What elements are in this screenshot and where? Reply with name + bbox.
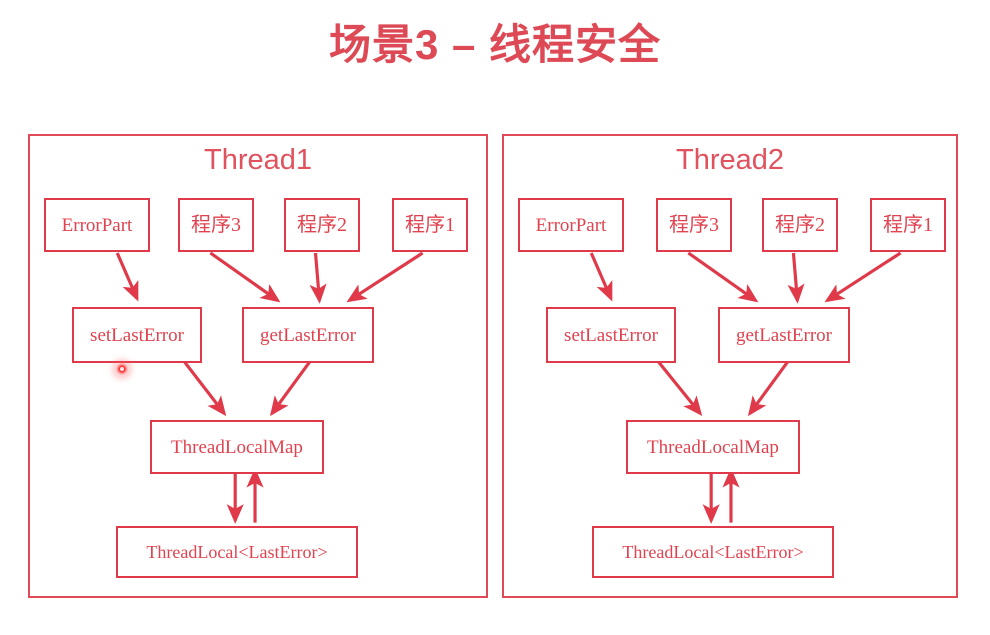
node-threadlocalmap[interactable]: ThreadLocalMap [626,420,800,474]
node-program3[interactable]: 程序3 [656,198,732,252]
edge-program3-getlasterror [687,251,759,303]
node-errorpart[interactable]: ErrorPart [518,198,624,252]
edge-getlasterror-threadlocalmap [747,361,789,417]
node-program3[interactable]: 程序3 [178,198,254,252]
edge-program2-getlasterror [309,252,327,304]
panel-title-thread2: Thread2 [675,144,784,176]
node-threadlocal[interactable]: ThreadLocal<LastError> [592,526,834,578]
edge-program1-getlasterror [346,251,424,303]
edge-program2-getlasterror [787,252,805,304]
node-getlasterror[interactable]: getLastError [242,307,374,363]
node-program1[interactable]: 程序1 [392,198,468,252]
edge-program3-getlasterror [209,251,281,303]
panel-title-thread1: Thread1 [203,144,312,176]
node-program2[interactable]: 程序2 [284,198,360,252]
node-threadlocal[interactable]: ThreadLocal<LastError> [116,526,358,578]
edge-setlasterror-threadlocalmap [657,361,703,417]
node-setlasterror[interactable]: setLastError [72,307,202,363]
edge-getlasterror-threadlocalmap [270,361,311,417]
edge-errorpart-setlasterror [115,252,139,302]
node-errorpart[interactable]: ErrorPart [44,198,150,252]
edge-setlasterror-threadlocalmap [183,361,227,417]
thread-panel-thread1: Thread1 [28,134,488,598]
edge-errorpart-setlasterror [589,252,613,302]
node-getlasterror[interactable]: getLastError [718,307,850,363]
page-title: 场景3 – 线程安全 [328,21,662,68]
node-program1[interactable]: 程序1 [870,198,946,252]
node-setlasterror[interactable]: setLastError [546,307,676,363]
thread-panel-thread2: Thread2 ErrorPart 程序3 程序2 程序1 setLastE [502,134,958,598]
laser-pointer-dot [115,362,129,376]
node-program2[interactable]: 程序2 [762,198,838,252]
node-threadlocalmap[interactable]: ThreadLocalMap [150,420,324,474]
edge-program1-getlasterror [824,251,902,303]
